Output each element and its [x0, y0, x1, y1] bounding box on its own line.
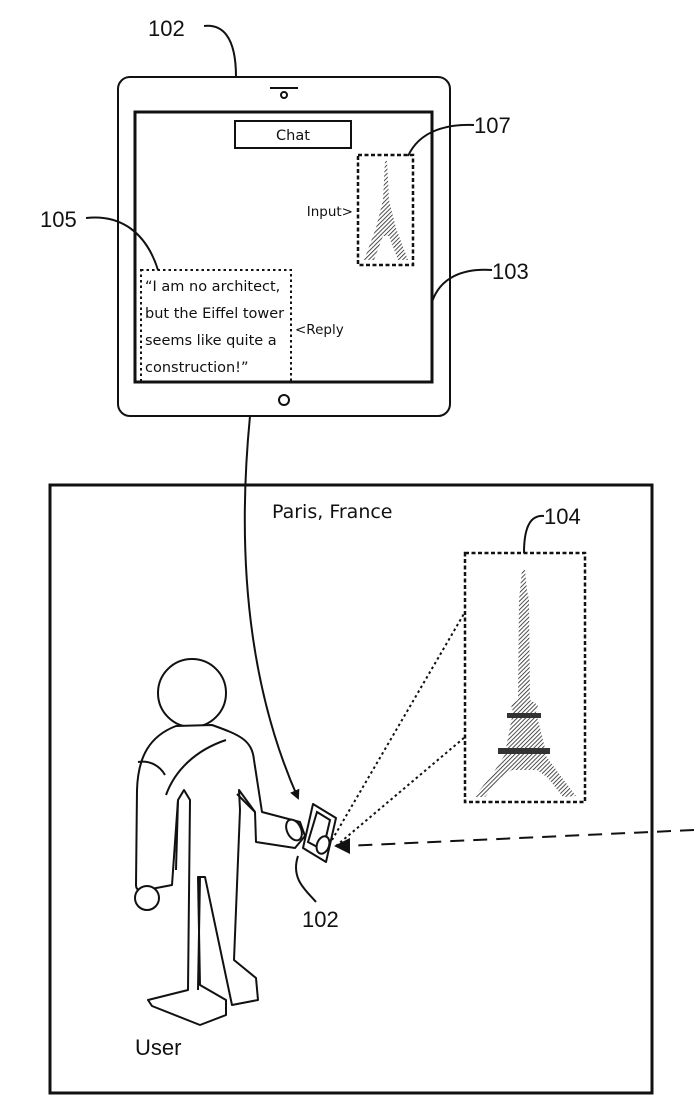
- sight-line-lower: [335, 736, 466, 847]
- scene-frame: [48, 483, 654, 1095]
- leader-line-107: [407, 123, 475, 157]
- connection-arrow: [243, 415, 300, 800]
- incoming-arrow-head-icon: [334, 838, 350, 854]
- reply-message: “I am no architect, but the Eiffel tower…: [145, 279, 284, 376]
- ref-label-103: 103: [492, 259, 529, 284]
- ref-label-102-bottom: 102: [302, 907, 339, 932]
- ref-label-102-top: 102: [148, 16, 185, 41]
- leader-line-103: [431, 268, 493, 303]
- tablet-device: Chat Input> “I am no architect, but the …: [117, 76, 451, 417]
- sight-line-upper: [331, 611, 466, 841]
- ref-label-107: 107: [474, 113, 511, 138]
- reply-line: seems like quite a: [145, 333, 277, 349]
- reply-label: <Reply: [295, 322, 344, 338]
- input-eiffel-tower-icon: [364, 161, 408, 260]
- ref-label-105: 105: [40, 207, 77, 232]
- user-label: User: [135, 1035, 181, 1060]
- leader-line-104: [523, 514, 545, 554]
- reply-message-frame: [140, 269, 292, 383]
- input-label: Input>: [307, 204, 353, 220]
- handheld-device-icon: [285, 803, 337, 863]
- leader-line-102-bottom: [295, 855, 317, 903]
- input-image-frame: [356, 153, 415, 267]
- reply-line: but the Eiffel tower: [145, 306, 284, 322]
- ref-label-104: 104: [544, 504, 581, 529]
- reply-line: “I am no architect,: [145, 279, 280, 295]
- leader-line-105: [85, 216, 159, 271]
- chat-header-label: Chat: [276, 128, 310, 144]
- user-figure-icon: [134, 658, 306, 1026]
- landmark-frame: [463, 551, 587, 804]
- tablet-frame: [117, 76, 451, 417]
- reply-line: construction!”: [145, 360, 249, 376]
- tablet-camera-icon: [280, 91, 288, 99]
- location-label: Paris, France: [272, 501, 393, 523]
- incoming-signal-line: [344, 829, 694, 847]
- home-button-icon[interactable]: [278, 394, 290, 406]
- eiffel-tower-icon: [474, 570, 576, 797]
- leader-line-102-top: [203, 24, 237, 78]
- chat-header-button[interactable]: Chat: [234, 120, 352, 149]
